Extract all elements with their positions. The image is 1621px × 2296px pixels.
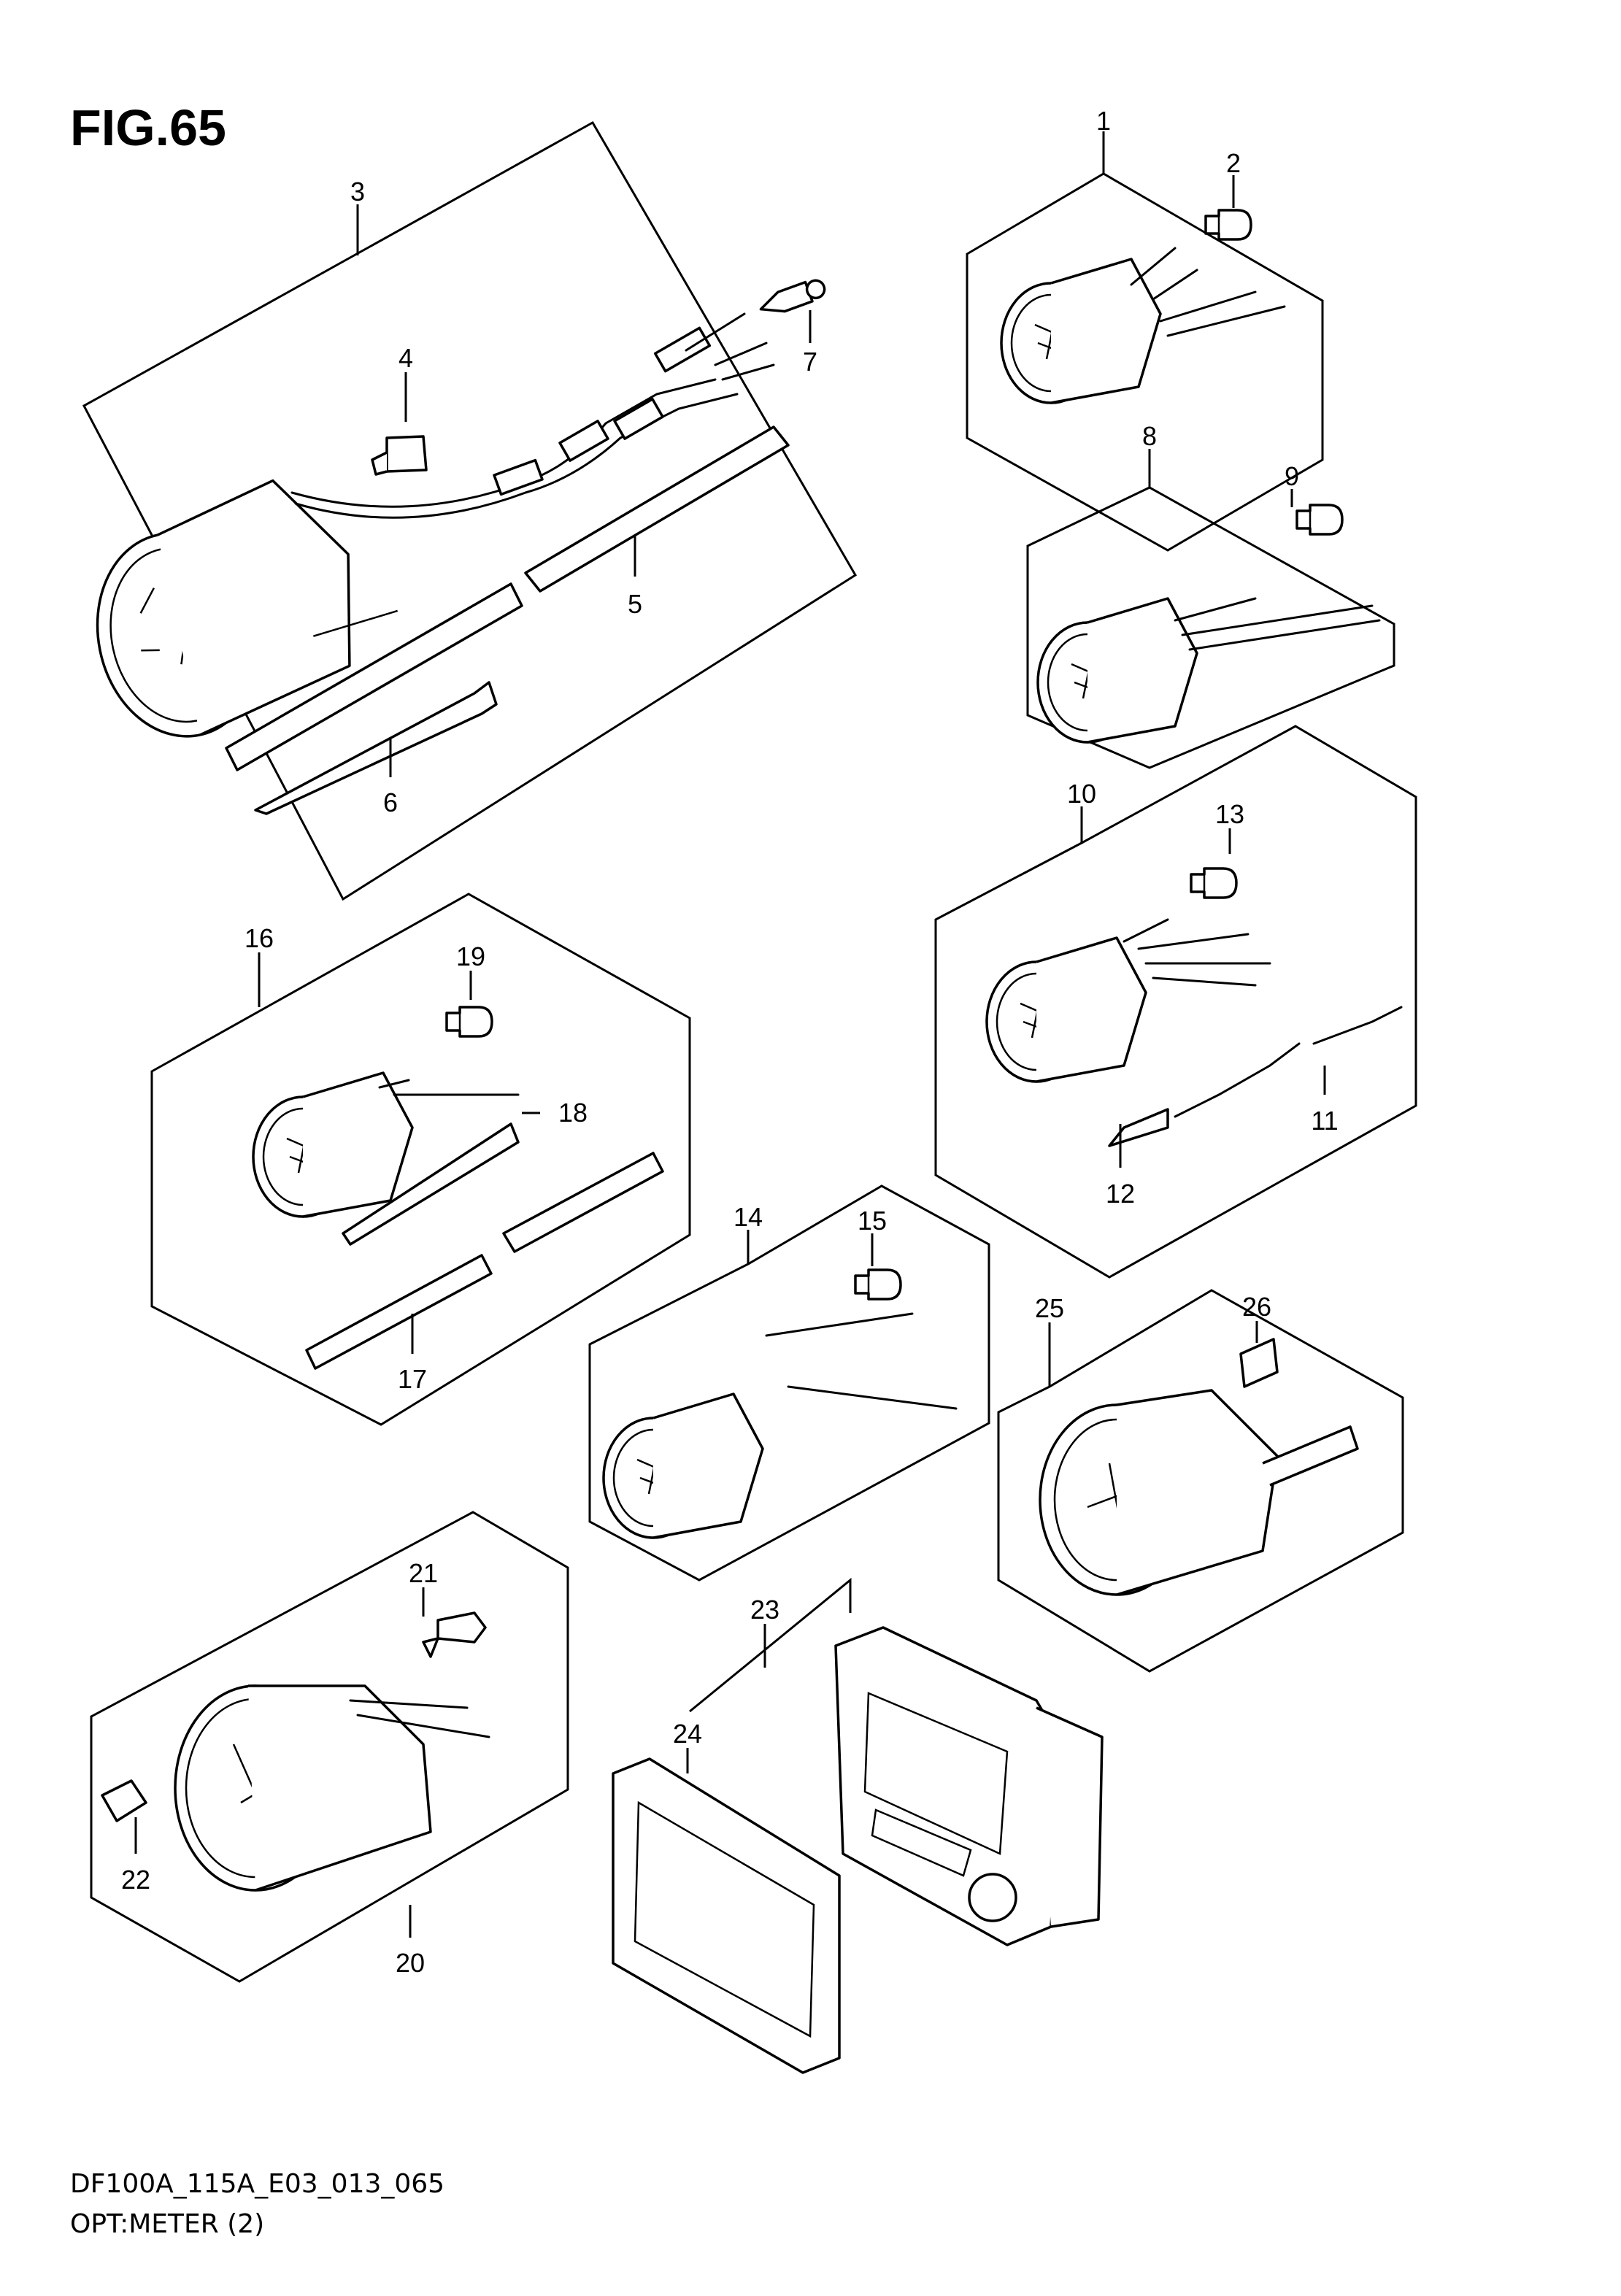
- callout-5: 5: [628, 589, 642, 619]
- callout-19: 19: [456, 941, 485, 971]
- group-3-kit: [82, 120, 858, 901]
- callout-9: 9: [1285, 461, 1299, 491]
- callout-16: 16: [245, 923, 274, 953]
- group-14-kit: [588, 1184, 990, 1582]
- callout-22: 22: [121, 1865, 150, 1895]
- callout-24: 24: [673, 1719, 702, 1749]
- diagram-code: DF100A_115A_E03_013_065: [70, 2169, 445, 2199]
- callout-26: 26: [1242, 1292, 1271, 1322]
- part-20-gauge: [174, 1684, 432, 1892]
- part-24-bezel-cover: [612, 1757, 841, 2074]
- part-5-tube-upper: [524, 425, 790, 593]
- part-17-tube-lower: [305, 1254, 493, 1370]
- group-1-kit: [966, 131, 1324, 552]
- callout-23: 23: [750, 1595, 779, 1625]
- part-5-tube-lower: [225, 582, 523, 771]
- part-4-bulb-holder: [371, 435, 428, 476]
- group-23-kit: [612, 1577, 1104, 2074]
- part-18-cable-tie: [342, 1122, 520, 1246]
- diagram-caption: OPT:METER (2): [70, 2209, 265, 2239]
- part-25-gauge: [1039, 1389, 1359, 1596]
- callout-13: 13: [1215, 799, 1244, 829]
- part-6-cable-tie: [254, 681, 498, 815]
- group-20-kit: [90, 1511, 569, 1983]
- callout-14: 14: [734, 1202, 763, 1232]
- callout-18: 18: [558, 1098, 588, 1128]
- group-8-kit: [1026, 449, 1395, 769]
- callout-6: 6: [383, 787, 398, 817]
- callout-3: 3: [350, 177, 365, 207]
- callout-25: 25: [1035, 1293, 1064, 1323]
- callout-7: 7: [803, 347, 817, 377]
- callout-15: 15: [858, 1206, 887, 1236]
- group-10-kit: [934, 725, 1417, 1279]
- part-17-tube-upper: [502, 1152, 664, 1253]
- figure-title: FIG.65: [70, 99, 226, 156]
- tachometer-gauge: [96, 479, 398, 738]
- group-16-kit: [150, 893, 691, 1426]
- part-23-display-unit: [834, 1626, 1063, 1946]
- callout-11: 11: [1311, 1106, 1338, 1136]
- callout-2: 2: [1226, 148, 1241, 178]
- part-7-bulb: [759, 279, 826, 313]
- callout-8: 8: [1142, 421, 1157, 451]
- callout-17: 17: [398, 1364, 427, 1394]
- callout-20: 20: [396, 1948, 425, 1978]
- callout-12: 12: [1106, 1179, 1135, 1209]
- callout-21: 21: [409, 1558, 438, 1588]
- callout-1: 1: [1096, 106, 1111, 136]
- callout-10: 10: [1067, 779, 1096, 809]
- callout-4: 4: [398, 343, 413, 373]
- group-25-kit: [997, 1289, 1404, 1673]
